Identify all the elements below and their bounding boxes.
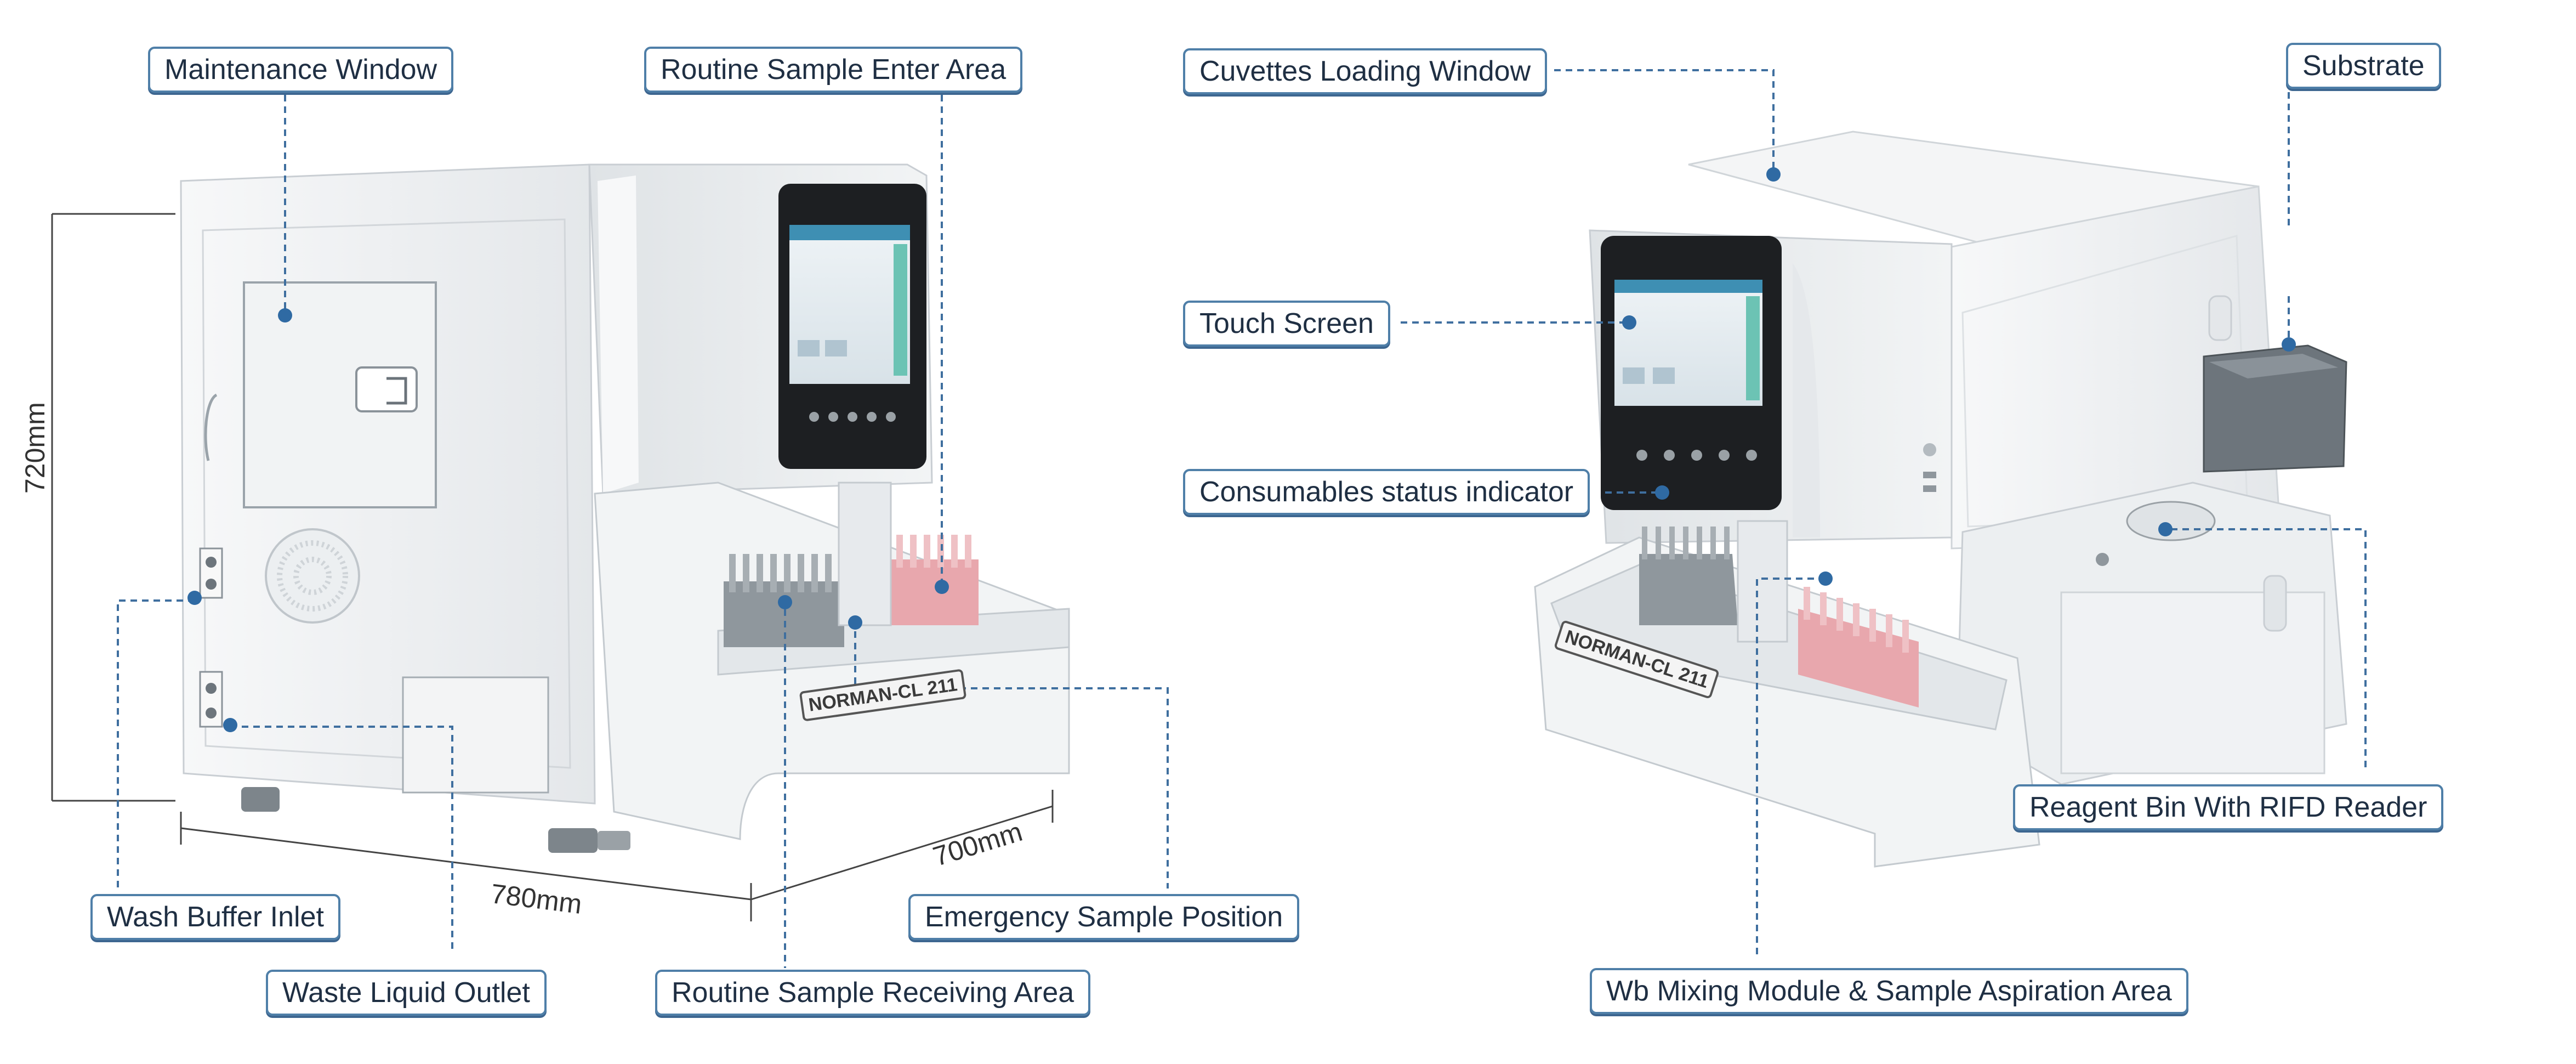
wash-buffer-port: [199, 547, 223, 599]
right-pink-rack: [1798, 587, 1919, 708]
emergency-sample-position-callout: Emergency Sample Position: [908, 894, 1300, 940]
right-grey-rack: [1639, 527, 1738, 625]
wb-mixing-module-callout: Wb Mixing Module & Sample Aspiration Are…: [1590, 968, 2188, 1014]
height-dimension-label: 720mm: [20, 402, 50, 494]
leader-lines: [117, 69, 2367, 968]
routine-sample-enter-area-callout: Routine Sample Enter Area: [644, 47, 1023, 93]
waste-liquid-outlet-callout: Waste Liquid Outlet: [266, 970, 547, 1016]
reagent-bin-with-rifd-reader-callout: Reagent Bin With RIFD Reader: [2013, 784, 2444, 830]
reagent-bin-lid: [2126, 501, 2216, 541]
consumables-status-indicator-callout: Consumables status indicator: [1183, 469, 1590, 515]
maintenance-window-callout: Maintenance Window: [148, 47, 454, 93]
substrate-callout: Substrate: [2286, 43, 2441, 89]
lower-access-panel: [402, 676, 549, 794]
left-device: [180, 163, 1070, 853]
pink-sample-rack: [877, 535, 979, 625]
touch-screen-callout: Touch Screen: [1183, 301, 1390, 347]
cuvettes-loading-window-callout: Cuvettes Loading Window: [1183, 48, 1548, 94]
routine-sample-receiving-area-callout: Routine Sample Receiving Area: [655, 970, 1091, 1016]
dimension-lines: [51, 213, 1054, 921]
anchor-dots: [187, 167, 2296, 732]
wash-buffer-inlet-callout: Wash Buffer Inlet: [90, 894, 340, 940]
right-device: [1534, 131, 2347, 868]
